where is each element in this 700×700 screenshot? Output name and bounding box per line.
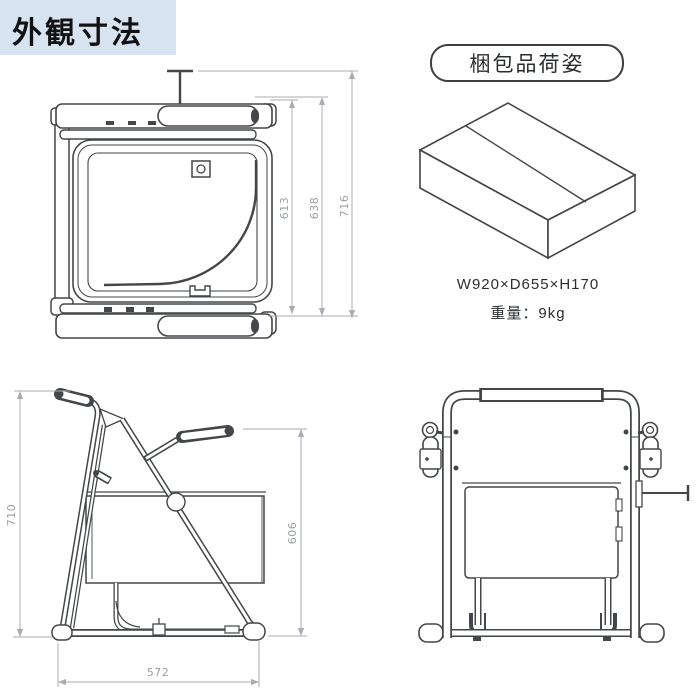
dim-label-716: 716: [338, 195, 351, 218]
side-view-dimensions: 710 606 572: [5, 390, 307, 687]
top-view-dimensions: 613 638 716: [198, 70, 358, 318]
side-view-drawing: 710 606 572: [0, 375, 340, 700]
carton-box: [418, 102, 637, 260]
dim-label-613: 613: [278, 197, 291, 220]
dim-label-710: 710: [5, 504, 18, 527]
packaging-label-badge: 梱包品荷姿: [430, 44, 624, 82]
dim-label-638: 638: [308, 197, 321, 220]
top-view-drawing: 613 638 716: [40, 58, 370, 343]
packaging-size: W920×D655×H170: [456, 276, 600, 293]
top-view-frame: [50, 69, 277, 339]
page-header: 外観寸法: [0, 0, 176, 55]
front-view-frame: [418, 388, 690, 643]
page-title: 外観寸法: [12, 17, 144, 50]
dim-label-572: 572: [147, 666, 170, 679]
side-view-frame: [51, 388, 266, 641]
front-view-drawing: [405, 375, 700, 675]
dim-label-606: 606: [286, 522, 299, 545]
packaging-label: 梱包品荷姿: [469, 53, 585, 76]
packaging-box-drawing: [400, 100, 660, 270]
packaging-weight: 重量：9kg: [490, 305, 566, 322]
